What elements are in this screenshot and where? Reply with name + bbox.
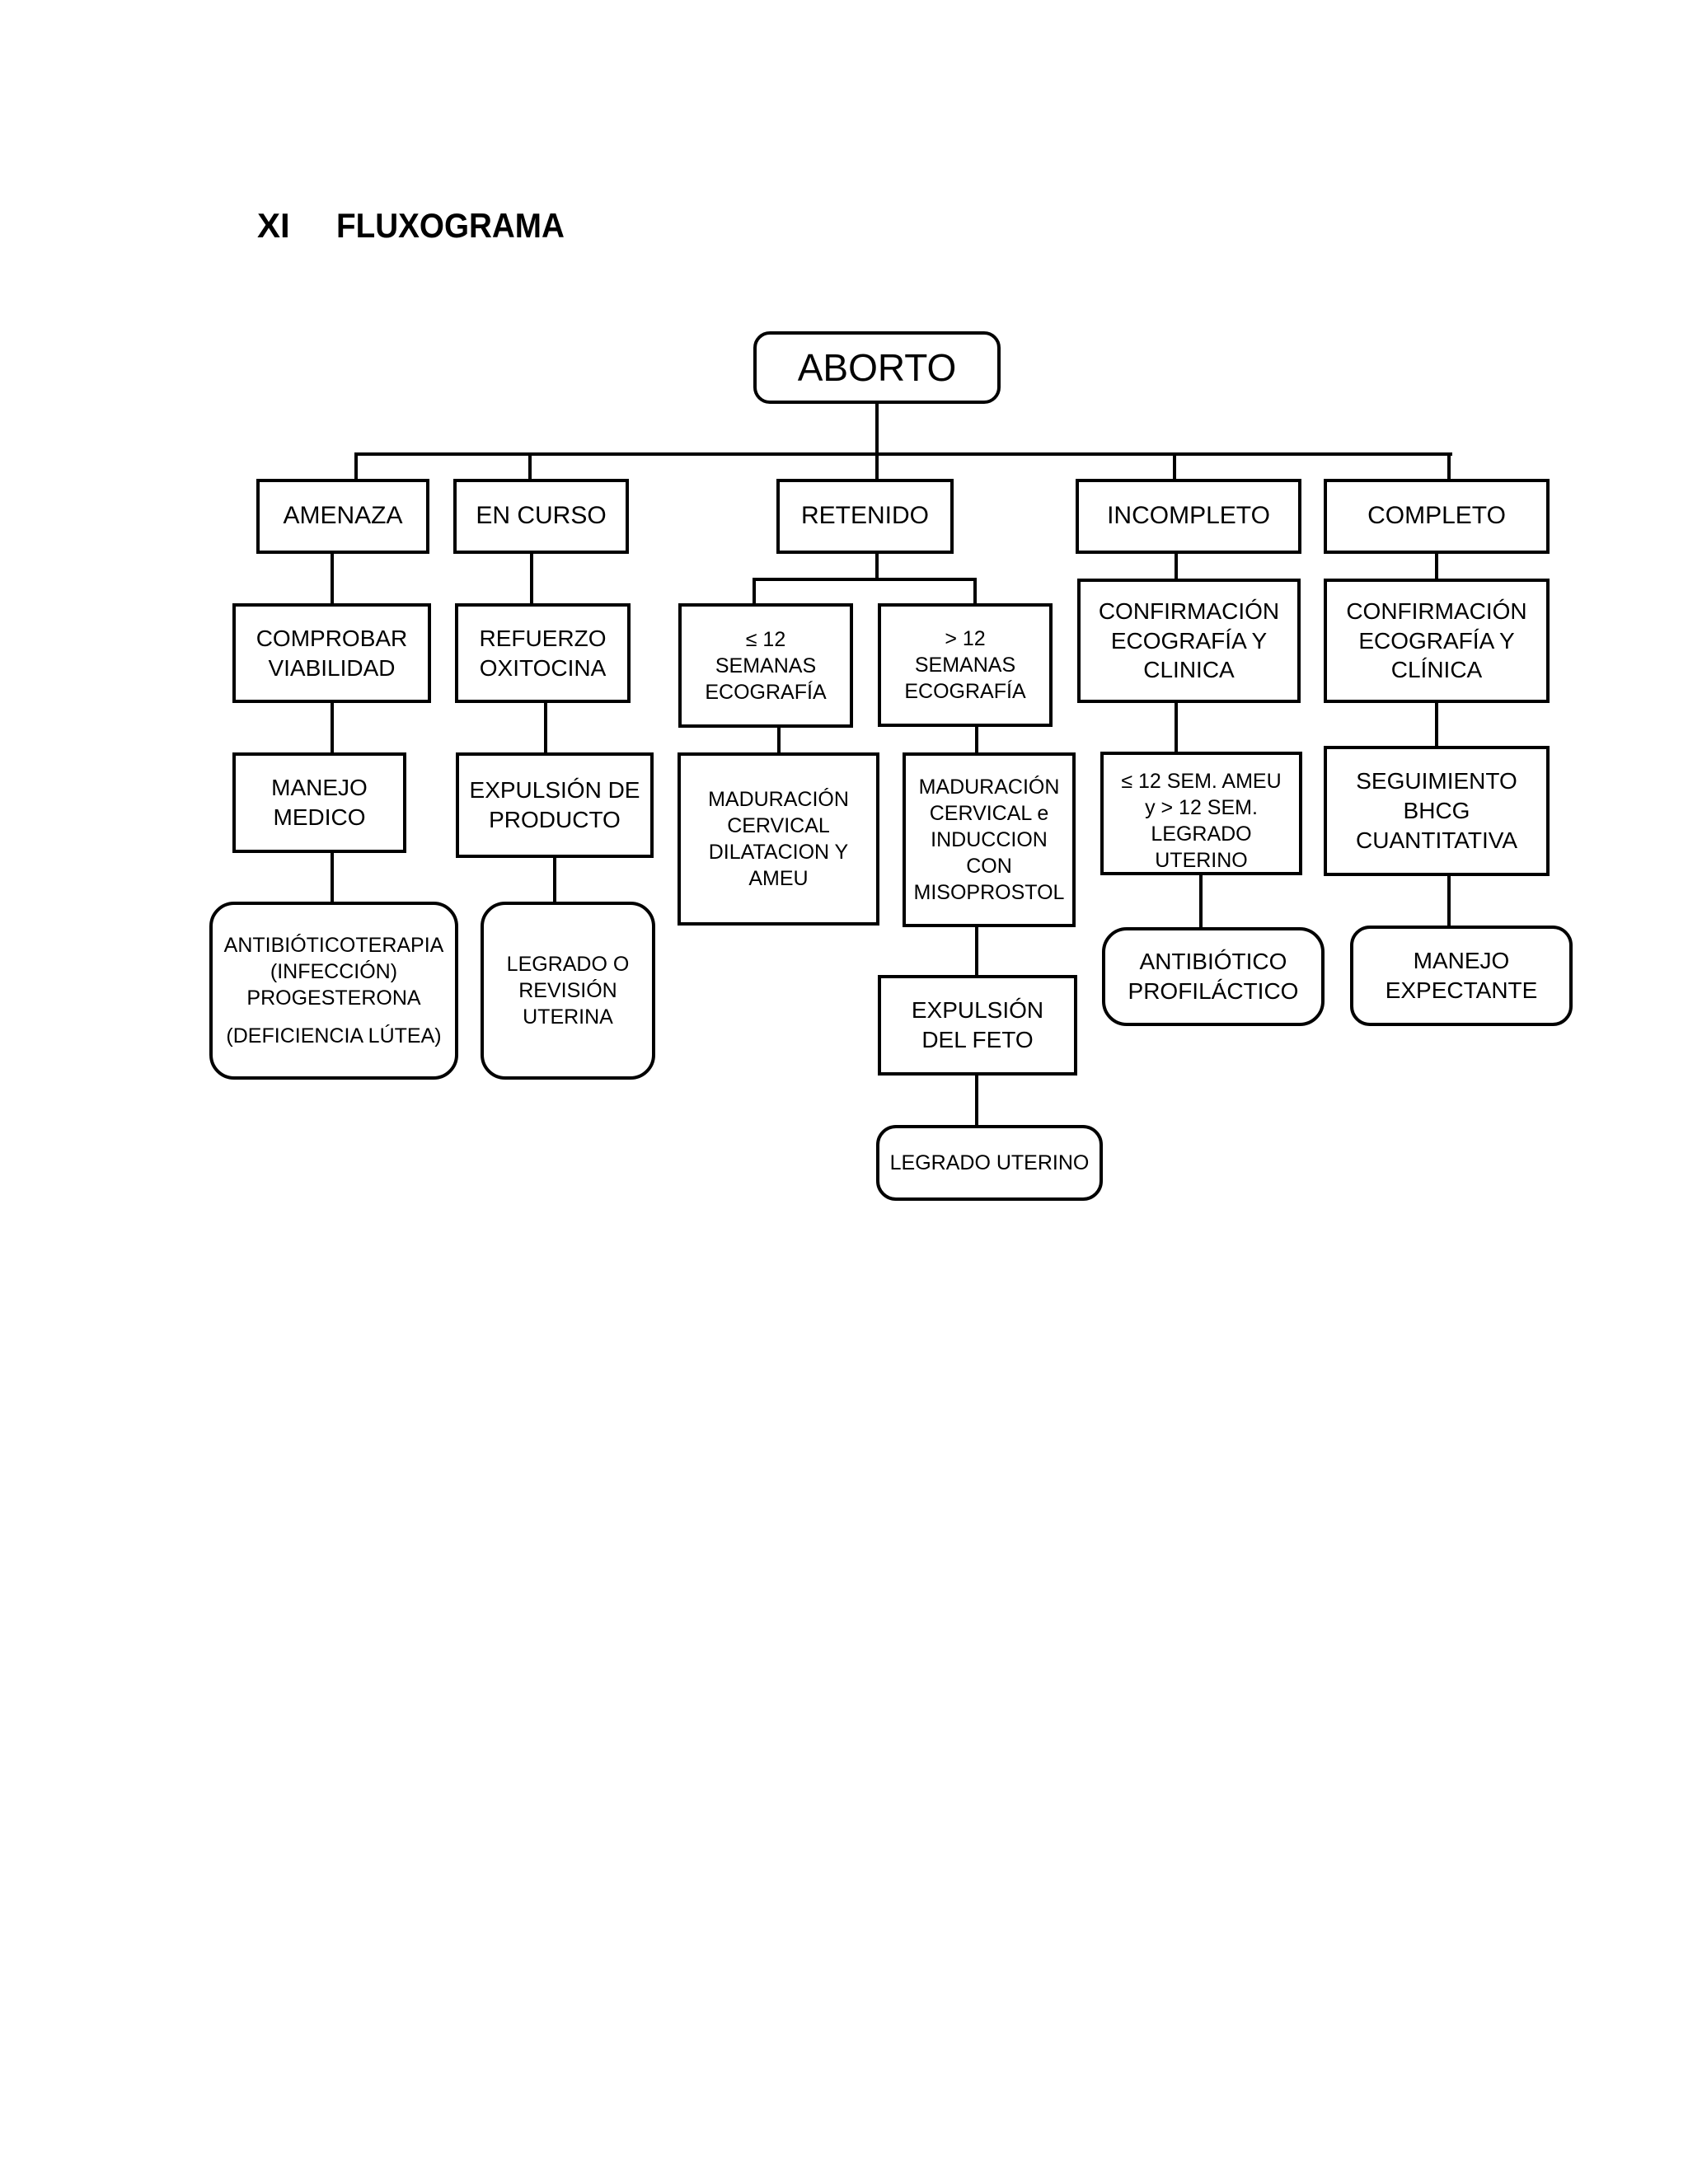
antibioticoterapia-text: ANTIBIÓTICOTERAPIA (INFECCIÓN) PROGESTER… bbox=[223, 934, 444, 1010]
section-label: FLUXOGRAMA bbox=[335, 206, 565, 245]
connector-incompleto-confirmacion bbox=[1175, 554, 1178, 579]
connector-amenaza-comprobar bbox=[331, 554, 334, 603]
node-refuerzo-oxitocina: REFUERZO OXITOCINA bbox=[455, 603, 631, 703]
node-en-curso: EN CURSO bbox=[453, 479, 629, 554]
connector-drop-retenido bbox=[875, 454, 879, 479]
connector-maduracion-expulsionfeto bbox=[975, 927, 978, 975]
node-maduracion-cervical-misoprostol: MADURACIÓN CERVICAL e INDUCCION CON MISO… bbox=[903, 752, 1076, 927]
node-menor-12-semanas-ecografia: ≤ 12 SEMANAS ECOGRAFÍA bbox=[678, 603, 853, 728]
node-retenido: RETENIDO bbox=[776, 479, 954, 554]
node-ameu-legrado-uterino: ≤ 12 SEM. AMEU y > 12 SEM. LEGRADO UTERI… bbox=[1100, 752, 1302, 875]
node-expulsion-de-producto: EXPULSIÓN DE PRODUCTO bbox=[456, 752, 654, 858]
node-mayor-12-semanas-ecografia: > 12 SEMANAS ECOGRAFÍA bbox=[878, 603, 1053, 727]
connector-drop-completo bbox=[1447, 454, 1451, 479]
connector-retenido-stem bbox=[875, 554, 879, 579]
connector-mayor12-maduracion bbox=[975, 727, 978, 752]
node-manejo-expectante: MANEJO EXPECTANTE bbox=[1350, 926, 1573, 1026]
connector-encurso-refuerzo bbox=[530, 554, 533, 603]
node-aborto: ABORTO bbox=[753, 331, 1001, 404]
connector-confirmacion-seguimiento bbox=[1435, 703, 1438, 746]
connector-drop-en-curso bbox=[528, 454, 532, 479]
connector-retenido-branch bbox=[753, 578, 977, 581]
connector-menor12-maduracion bbox=[777, 728, 781, 752]
connector-drop-menor12 bbox=[753, 579, 756, 603]
node-legrado-uterino: LEGRADO UTERINO bbox=[876, 1125, 1103, 1201]
section-number: XI bbox=[257, 206, 290, 245]
connector-drop-incompleto bbox=[1173, 454, 1176, 479]
connector-aborto-stem bbox=[875, 404, 879, 454]
connector-expulsionfeto-legradouterino bbox=[975, 1076, 978, 1125]
node-confirmacion-ecografia-clinica-incompleto: CONFIRMACIÓN ECOGRAFÍA Y CLINICA bbox=[1077, 579, 1301, 703]
antibioticoterapia-subtext: (DEFICIENCIA LÚTEA) bbox=[226, 1024, 442, 1047]
connector-ameu-antibiotico bbox=[1199, 875, 1203, 927]
connector-drop-mayor12 bbox=[973, 579, 977, 603]
node-antibioticoterapia: ANTIBIÓTICOTERAPIA (INFECCIÓN) PROGESTER… bbox=[209, 902, 458, 1080]
connector-drop-amenaza bbox=[354, 454, 358, 479]
connector-seguimiento-expectante bbox=[1447, 876, 1451, 926]
connector-confirmacion-ameu bbox=[1175, 703, 1178, 752]
node-manejo-medico: MANEJO MEDICO bbox=[232, 752, 406, 853]
node-incompleto: INCOMPLETO bbox=[1076, 479, 1301, 554]
node-seguimiento-bhcg: SEGUIMIENTO BHCG CUANTITATIVA bbox=[1324, 746, 1550, 876]
node-amenaza: AMENAZA bbox=[256, 479, 429, 554]
page-title: XI FLUXOGRAMA bbox=[257, 206, 584, 246]
connector-manejo-antibioticoterapia bbox=[331, 853, 334, 902]
node-comprobar-viabilidad: COMPROBAR VIABILIDAD bbox=[232, 603, 431, 703]
connector-comprobar-manejo bbox=[331, 703, 334, 752]
connector-main-branch bbox=[354, 452, 1452, 456]
node-expulsion-del-feto: EXPULSIÓN DEL FETO bbox=[878, 975, 1077, 1076]
node-antibiotico-profilactico: ANTIBIÓTICO PROFILÁCTICO bbox=[1102, 927, 1325, 1026]
node-legrado-o-revision-uterina: LEGRADO O REVISIÓN UTERINA bbox=[481, 902, 655, 1080]
node-completo: COMPLETO bbox=[1324, 479, 1550, 554]
connector-refuerzo-expulsion bbox=[544, 703, 547, 752]
node-maduracion-cervical-ameu: MADURACIÓN CERVICAL DILATACION Y AMEU bbox=[678, 752, 879, 926]
node-confirmacion-ecografia-clinica-completo: CONFIRMACIÓN ECOGRAFÍA Y CLÍNICA bbox=[1324, 579, 1550, 703]
connector-expulsion-legrado bbox=[553, 858, 556, 902]
connector-completo-confirmacion bbox=[1435, 554, 1438, 579]
